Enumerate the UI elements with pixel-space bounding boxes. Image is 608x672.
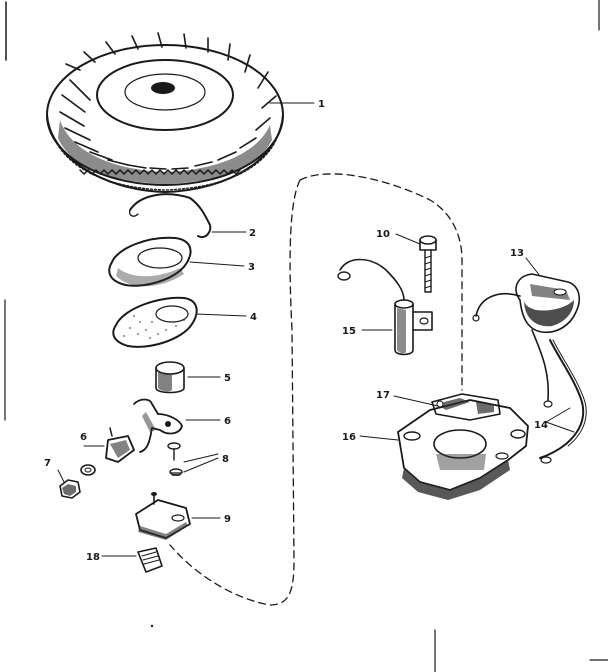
lock-washer [80, 464, 96, 476]
high-tension-wire [539, 339, 587, 464]
callout-5: 5 [224, 373, 231, 384]
leader-13 [525, 257, 541, 277]
leader-3 [189, 261, 245, 267]
callout-17: 17 [376, 390, 390, 401]
hex-nut [59, 479, 81, 499]
leader-16 [359, 435, 399, 441]
ignition-coil [472, 273, 581, 408]
condenser-screw [419, 235, 437, 293]
leader-4 [195, 313, 247, 317]
stray-mark [150, 624, 154, 628]
leader-9a [183, 453, 219, 463]
mounting-plate [135, 492, 191, 540]
callout-8: 7 [44, 458, 51, 469]
armature-base [397, 393, 529, 500]
callout-10: 10 [376, 229, 390, 240]
spring-clip [128, 193, 212, 238]
leader-8 [57, 469, 65, 483]
cam-sleeve [155, 361, 185, 394]
callout-13: 13 [510, 248, 524, 259]
leader-9b [183, 457, 219, 473]
callout-16: 16 [342, 432, 356, 443]
flywheel [46, 32, 284, 193]
leader-14b [545, 421, 575, 433]
leader-10 [395, 233, 421, 245]
callout-9: 8 [222, 454, 229, 465]
small-cover [137, 547, 163, 573]
callout-15: 15 [342, 326, 356, 337]
screw-and-washer [167, 442, 183, 476]
callout-7: 6 [80, 432, 87, 443]
leader-14a [545, 407, 571, 423]
breaker-cover [108, 236, 192, 287]
callout-18: 18 [86, 552, 100, 563]
contact-point-bracket [105, 427, 135, 463]
condenser [337, 258, 433, 356]
gasket [112, 296, 198, 348]
callout-4: 4 [250, 312, 257, 323]
callout-1: 1 [318, 99, 325, 110]
callout-6a: 6 [224, 416, 231, 427]
callout-14: 14 [534, 420, 548, 431]
callout-3: 3 [248, 262, 255, 273]
callout-6b: 9 [224, 514, 231, 525]
leader-17 [393, 395, 439, 407]
group-outline-dashed [169, 173, 463, 606]
callout-2: 2 [249, 228, 256, 239]
breaker-arm [133, 398, 183, 453]
page-edge-marks [4, 0, 608, 672]
